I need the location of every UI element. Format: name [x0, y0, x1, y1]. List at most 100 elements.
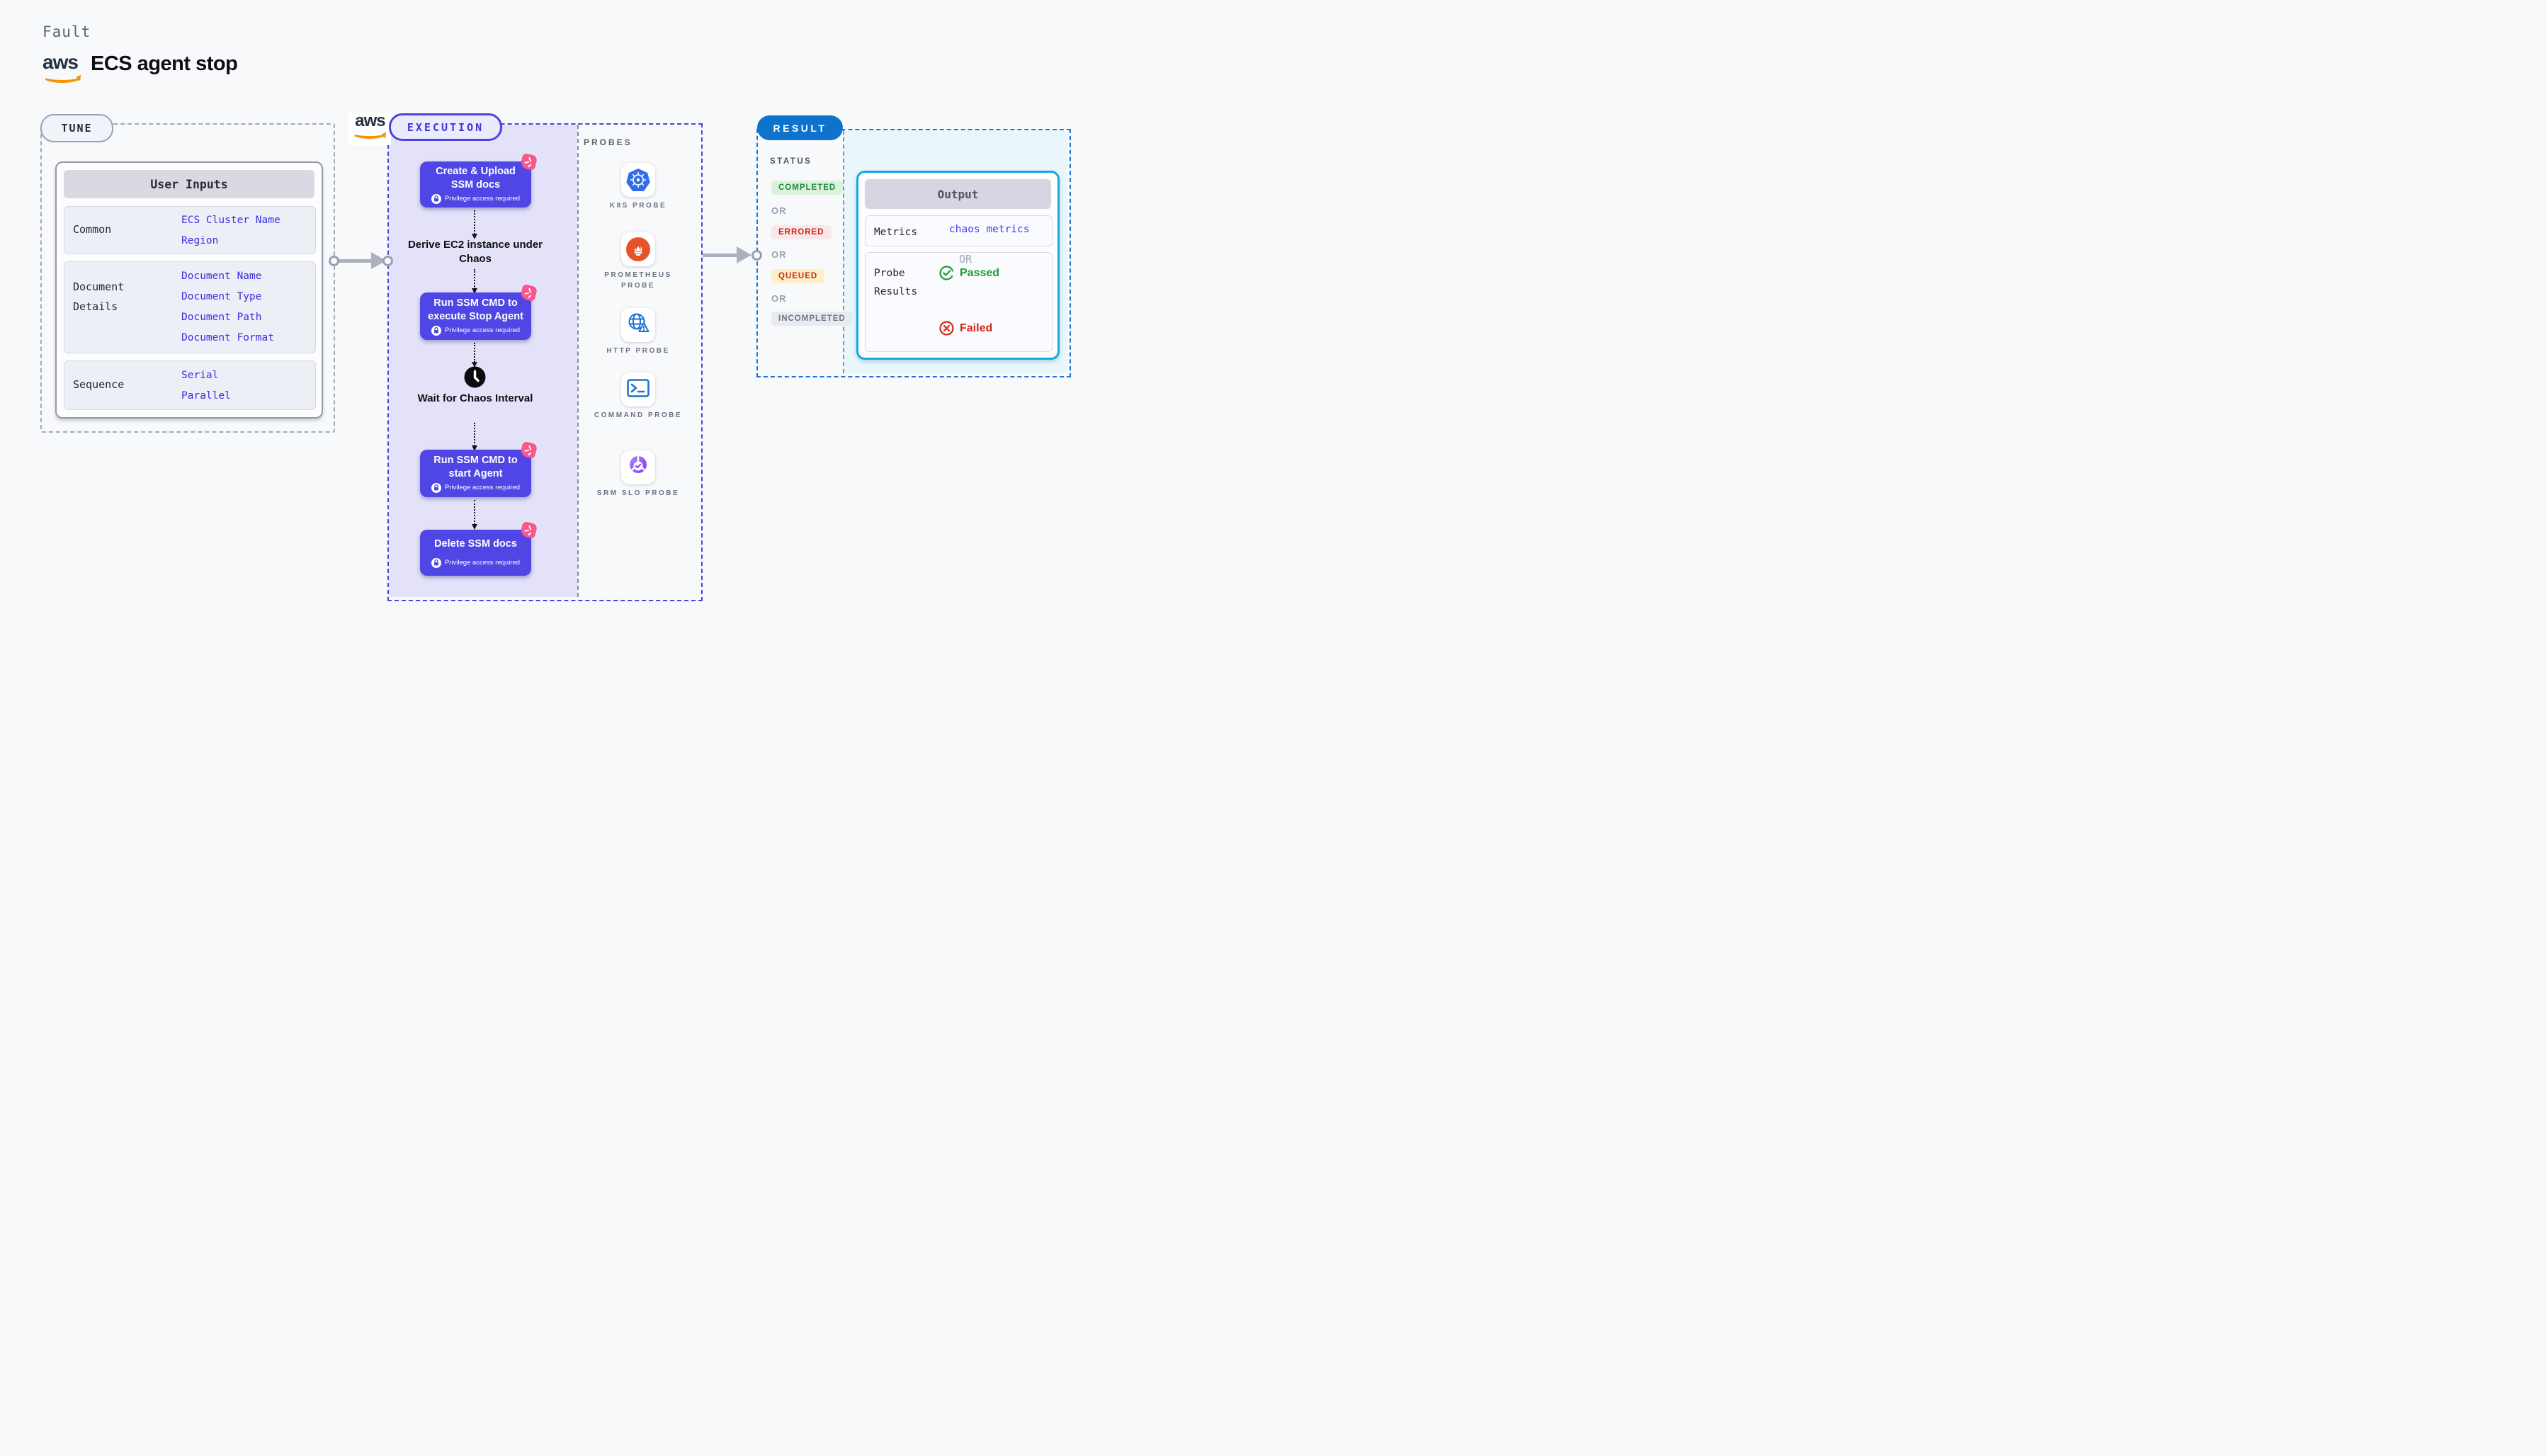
kubernetes-icon: [626, 169, 650, 191]
row-values: Document Name Document Type Document Pat…: [181, 266, 274, 348]
aws-logo: aws: [42, 52, 82, 83]
connector-ring: [329, 256, 339, 266]
probes-heading: PROBES: [584, 137, 633, 147]
fault-eyebrow: Fault: [42, 23, 91, 40]
probe-label: HTTP PROBE: [606, 347, 670, 355]
user-inputs-row-common: Common ECS Cluster Name Region: [64, 206, 316, 254]
row-label: Document Details: [73, 280, 125, 313]
or-label: OR: [771, 205, 787, 216]
probes-separator: [577, 125, 579, 597]
k8s-probe-card: [621, 163, 655, 197]
arrow-head: [371, 252, 386, 269]
srm-slo-probe-card: [621, 450, 655, 484]
metrics-row: Metrics chaos metrics: [865, 215, 1053, 246]
page-title: ECS agent stop: [91, 52, 238, 75]
probe-label: K8S PROBE: [609, 202, 667, 210]
step-create-upload-ssm-docs: Create & Upload SSM docs Privilege acces…: [420, 152, 538, 207]
litmus-chaos-icon: [519, 283, 538, 302]
execution-section-border: [387, 123, 703, 601]
metrics-value: chaos metrics: [949, 224, 1030, 235]
user-inputs-card: User Inputs Common ECS Cluster Name Regi…: [55, 161, 323, 419]
privilege-note-text: Privilege access required: [444, 326, 521, 335]
input-value: Parallel: [181, 390, 231, 402]
row-values: Serial Parallel: [181, 365, 231, 406]
litmus-chaos-icon: [519, 440, 538, 460]
x-circle-icon: [939, 321, 954, 336]
privilege-note-text: Privilege access required: [444, 195, 521, 203]
input-value: Document Name: [181, 271, 262, 282]
step-run-ssm-cmd-stop-agent: Run SSM CMD to execute Stop Agent Privil…: [420, 283, 538, 340]
probe-label: SRM SLO PROBE: [596, 489, 680, 497]
metrics-label: Metrics: [874, 227, 918, 238]
aws-logo-small: aws: [348, 111, 392, 145]
status-badge-incompleted: INCOMPLETED: [771, 312, 853, 326]
step-delete-ssm-docs: Delete SSM docs Privilege access require…: [420, 521, 538, 576]
lock-icon: [431, 557, 441, 568]
probe-label: COMMAND PROBE: [594, 411, 683, 419]
status-badge-errored: ERRORED: [771, 225, 832, 239]
prometheus-probe-card: [621, 232, 655, 266]
aws-smile-icon: [42, 71, 82, 83]
input-value: Region: [181, 235, 219, 246]
privilege-note: Privilege access required: [431, 193, 521, 204]
http-globe-icon: [626, 312, 650, 339]
http-probe-card: [621, 308, 655, 342]
litmus-chaos-icon: [519, 521, 538, 540]
input-value: ECS Cluster Name: [181, 215, 280, 226]
command-probe-card: [621, 372, 655, 406]
step-title: Run SSM CMD to execute Stop Agent: [428, 297, 523, 322]
flow-connector: [472, 423, 477, 451]
or-label: OR: [771, 293, 787, 304]
failed-label: Failed: [960, 322, 993, 334]
tune-pill: TUNE: [40, 114, 113, 142]
tune-to-execution-arrow: [336, 259, 373, 263]
terminal-icon: [627, 378, 649, 401]
lock-icon: [431, 325, 441, 336]
aws-logo-text: aws: [42, 51, 79, 73]
execution-to-result-arrow: [703, 254, 738, 257]
lock-icon: [431, 482, 441, 493]
lock-icon: [431, 193, 441, 204]
privilege-note: Privilege access required: [431, 482, 521, 493]
litmus-chaos-icon: [519, 152, 538, 171]
connector-ring: [382, 256, 393, 266]
probe-results-row: Probe Results Passed OR Failed: [865, 252, 1053, 352]
status-heading: STATUS: [770, 157, 812, 166]
status-badge-queued: QUEUED: [771, 269, 825, 283]
user-inputs-row-document-details: Document Details Document Name Document …: [64, 261, 316, 353]
passed-label: Passed: [960, 266, 1000, 279]
result-pill: RESULT: [757, 115, 843, 140]
user-inputs-row-sequence: Sequence Serial Parallel: [64, 360, 316, 410]
connector-ring: [751, 250, 762, 261]
flow-connector: [472, 269, 477, 294]
input-value: Document Type: [181, 291, 262, 302]
output-header: Output: [865, 179, 1051, 209]
failed-row: Failed: [939, 321, 992, 336]
input-value: Serial: [181, 370, 219, 381]
input-value: Document Path: [181, 312, 262, 323]
aws-logo-small-text: aws: [355, 111, 385, 130]
status-badge-completed: COMPLETED: [771, 181, 844, 195]
privilege-note: Privilege access required: [431, 325, 521, 336]
step-title: Create & Upload SSM docs: [436, 166, 516, 190]
privilege-note-text: Privilege access required: [444, 484, 521, 492]
step-run-ssm-cmd-start-agent: Run SSM CMD to start Agent Privilege acc…: [420, 440, 538, 497]
step-title: Run SSM CMD to start Agent: [433, 455, 518, 479]
output-card: Output Metrics chaos metrics Probe Resul…: [856, 171, 1060, 360]
flow-connector: [472, 500, 477, 530]
privilege-note-text: Privilege access required: [444, 559, 521, 567]
tune-section-border: [40, 123, 335, 433]
row-label: Common: [73, 223, 112, 236]
check-circle-icon: [939, 266, 954, 280]
arrow-head: [737, 246, 751, 263]
input-value: Document Format: [181, 332, 274, 343]
execution-pill: EXECUTION: [389, 113, 502, 141]
probe-label: PROMETHEUS PROBE: [604, 271, 672, 290]
user-inputs-header: User Inputs: [64, 170, 314, 198]
clock-icon: [464, 366, 486, 392]
passed-row: Passed: [939, 266, 999, 280]
row-values: ECS Cluster Name Region: [181, 210, 280, 251]
or-label: OR: [771, 249, 787, 260]
prometheus-icon: [626, 237, 650, 261]
privilege-note: Privilege access required: [431, 557, 521, 568]
